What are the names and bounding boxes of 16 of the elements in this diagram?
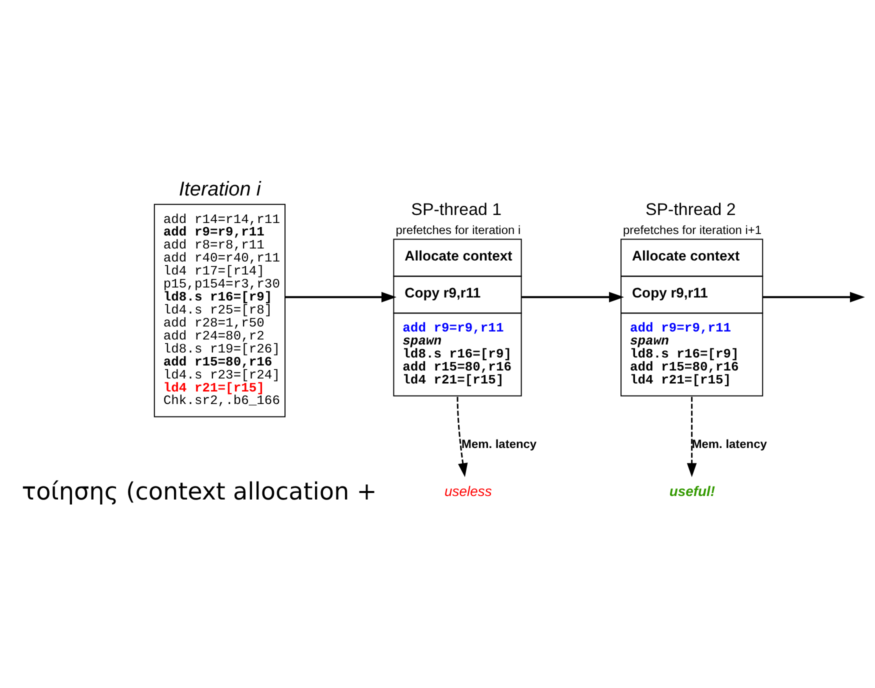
node-box: add r14=r14,r11 add r9=r9,r11 add r8=r8,r11 add r40=r40,r11 ld4 r17=[r14] p15,p154=r3,r30 ld8.s r16=[r9] ld4.s r25=[r8] add r28=1,r50 add r24=80,r2 ld8.s r19=[r26] add r15=80,r16 ld4.s r23=[r24] ld4 r21=[r15] Chk.sr2,.b6_166 [154, 203, 286, 417]
arrow [284, 291, 396, 302]
edge-label: Mem. latency [462, 436, 537, 450]
node-label: SP-thread 2 [645, 199, 736, 218]
arrow [522, 291, 624, 302]
node-label: Iteration i [178, 178, 261, 200]
arrow [762, 291, 865, 302]
node-label: prefetches for iteration i+1 [623, 222, 762, 236]
arrow [686, 396, 697, 477]
arrow [456, 396, 468, 477]
node-label: prefetches for iteration i [396, 222, 521, 236]
node-text: useless [444, 482, 492, 498]
node-text: useful! [669, 482, 716, 498]
label: τοίησης (context allocation + [22, 476, 377, 505]
node-label: SP-thread 1 [411, 199, 502, 218]
edge-label: Mem. latency [692, 436, 767, 450]
